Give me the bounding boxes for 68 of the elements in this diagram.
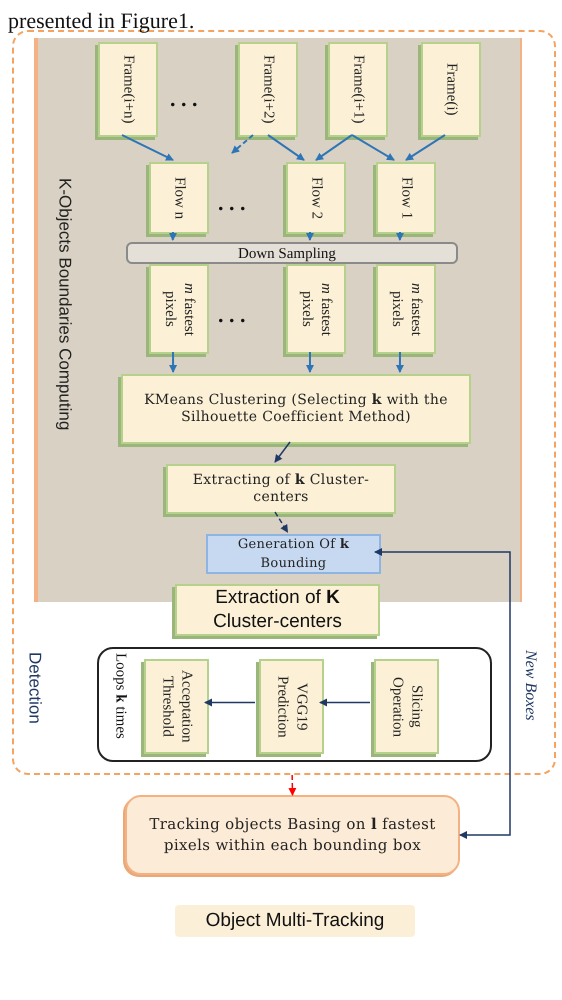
box-label: m fastest pixels — [298, 282, 335, 338]
box-label: KMeans Clustering (Selecting k with the Silhouette Coefficient Method) — [143, 392, 449, 426]
ellipsis: . . . — [218, 189, 246, 217]
arrow — [351, 134, 395, 161]
arrow — [274, 512, 288, 533]
process-box — [166, 464, 396, 514]
box-label: Frame(i) — [442, 63, 460, 116]
process-box — [376, 162, 436, 234]
arrow — [396, 352, 404, 373]
process-box — [238, 42, 298, 137]
process-box — [149, 264, 209, 354]
box-label: Tracking objects Basing on l fastest pixels within each bounding box — [148, 814, 437, 856]
box-label: VGG19 Prediction — [274, 674, 310, 740]
loop-label: Loops k times — [112, 653, 130, 739]
arrow — [288, 774, 296, 796]
box-label: Flow 2 — [307, 176, 326, 220]
arrow — [231, 134, 254, 154]
box-label: m fastest pixels — [388, 282, 425, 338]
arrow — [168, 232, 177, 241]
process-box — [144, 659, 209, 754]
group-panel — [34, 38, 522, 602]
group-label: K-Objects Boundaries Computing — [54, 178, 76, 430]
process-box — [175, 584, 380, 636]
process-box — [125, 795, 460, 875]
process-box — [121, 374, 471, 444]
arrow — [405, 134, 446, 161]
process-box — [286, 264, 346, 354]
ellipsis: . . . — [170, 85, 198, 113]
arrow — [374, 548, 511, 839]
process-box — [374, 659, 439, 754]
loop-frame — [97, 647, 492, 762]
process-box — [149, 162, 209, 234]
group-label: Detection — [24, 652, 46, 724]
sampling-bar — [126, 242, 458, 264]
arrow — [306, 232, 314, 241]
edge-label: New Boxes — [521, 650, 540, 721]
arrow — [169, 352, 178, 373]
process-box — [328, 42, 388, 137]
process-box — [376, 264, 436, 354]
box-label: Frame(i+1) — [349, 55, 368, 124]
box-label: Flow 1 — [397, 176, 416, 220]
box-label: Extracting of k Cluster-centers — [192, 472, 370, 506]
box-label: Acceptation Threshold — [158, 669, 196, 745]
note-text: presented in Figure1. — [8, 7, 194, 35]
arrow — [274, 442, 291, 463]
box-label: Slicing Operation — [388, 676, 426, 739]
caption-box — [175, 905, 415, 937]
box-label: Object Multi-Tracking — [206, 908, 384, 933]
arrow — [315, 134, 353, 161]
arrow — [122, 134, 174, 161]
arrow — [204, 698, 255, 706]
process-box — [98, 42, 158, 137]
process-box — [286, 162, 346, 234]
box-label: Flow n — [170, 176, 188, 220]
process-box — [206, 534, 381, 574]
process-box — [421, 42, 481, 137]
arrow — [319, 698, 370, 706]
box-label: Extraction of K Cluster-centers — [212, 586, 343, 634]
arrow — [267, 134, 305, 161]
box-label: Frame(i+n) — [119, 55, 138, 124]
arrow — [306, 352, 314, 373]
ellipsis: . . . — [218, 301, 246, 329]
bar-label: Down Sampling — [238, 245, 336, 264]
process-box — [259, 659, 324, 754]
box-label: Frame(i+2) — [259, 55, 278, 124]
box-label: m fastest pixels — [161, 282, 198, 338]
box-label: Generation Of k Bounding — [236, 536, 350, 573]
arrow — [396, 232, 404, 241]
